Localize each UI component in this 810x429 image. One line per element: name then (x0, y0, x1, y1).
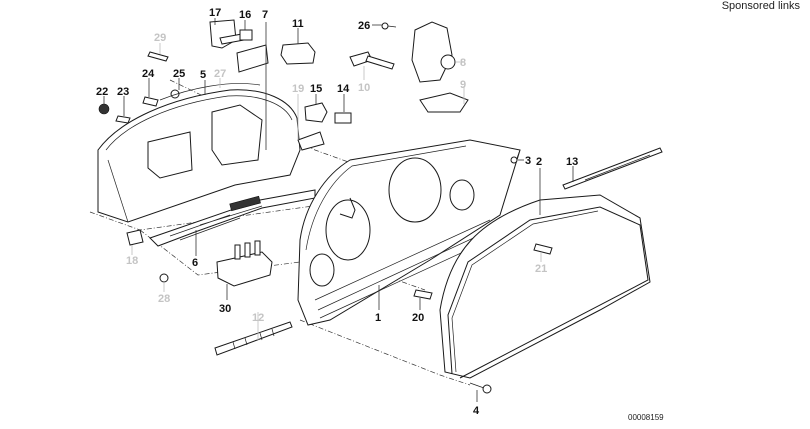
callout-6[interactable]: 6 (192, 257, 198, 269)
part-26-screw[interactable] (381, 22, 397, 30)
callout-10[interactable]: 10 (358, 82, 370, 94)
callout-20[interactable]: 20 (412, 312, 424, 324)
part-7-connector-plate[interactable] (236, 44, 269, 73)
part-9-circuit-plate[interactable] (419, 92, 469, 113)
callout-29[interactable]: 29 (154, 32, 166, 44)
callout-3[interactable]: 3 (525, 155, 531, 167)
part-30-connector[interactable] (216, 240, 273, 287)
callout-25[interactable]: 25 (173, 68, 185, 80)
part-21-pin[interactable] (533, 243, 553, 255)
sponsored-links[interactable]: Sponsored links (719, 0, 802, 13)
callout-21[interactable]: 21 (535, 263, 547, 275)
part-29-bulb[interactable] (147, 51, 169, 62)
part-11-switch[interactable] (280, 42, 316, 65)
part-8-control-unit[interactable] (411, 21, 456, 83)
part-13-trim-strip[interactable] (562, 147, 663, 190)
callout-18[interactable]: 18 (126, 255, 138, 267)
part-18-cover[interactable] (126, 229, 144, 246)
callout-13[interactable]: 13 (566, 156, 578, 168)
part-28-bulb-holder[interactable] (159, 273, 169, 283)
callout-9[interactable]: 9 (460, 79, 466, 91)
part-5-printed-circuit-carrier[interactable] (97, 89, 301, 223)
callout-28[interactable]: 28 (158, 293, 170, 305)
leader-lines (103, 18, 574, 402)
drawing-number: 00008159 (628, 413, 664, 422)
callout-27[interactable]: 27 (214, 68, 226, 80)
callout-23[interactable]: 23 (117, 86, 129, 98)
callout-12[interactable]: 12 (252, 312, 264, 324)
callout-17[interactable]: 17 (209, 7, 221, 19)
part-24-bulb-socket[interactable] (142, 96, 159, 107)
part-2-cover-glass[interactable] (439, 194, 651, 379)
part-4-screw[interactable] (469, 382, 492, 394)
callouts: 1 2 3 4 5 6 7 8 9 10 11 12 13 14 15 16 1… (96, 7, 578, 417)
callout-15[interactable]: 15 (310, 83, 322, 95)
part-27-frame-trim (159, 83, 261, 101)
callout-30[interactable]: 30 (219, 303, 231, 315)
part-20-pin[interactable] (413, 289, 433, 300)
callout-24[interactable]: 24 (142, 68, 155, 80)
callout-2[interactable]: 2 (536, 156, 542, 168)
part-1-instrument-housing[interactable] (297, 139, 521, 326)
part-15-switch[interactable] (304, 102, 328, 123)
callout-7[interactable]: 7 (262, 9, 268, 21)
callout-8[interactable]: 8 (460, 57, 466, 69)
callout-22[interactable]: 22 (96, 86, 108, 98)
part-3-screw[interactable] (510, 149, 521, 164)
part-16-clip[interactable] (239, 29, 253, 41)
callout-14[interactable]: 14 (337, 83, 350, 95)
callout-5[interactable]: 5 (200, 69, 206, 81)
callout-4[interactable]: 4 (473, 405, 480, 417)
callout-1[interactable]: 1 (375, 312, 381, 324)
part-19-socket[interactable] (297, 131, 325, 151)
part-6-circuit-board[interactable] (149, 189, 316, 247)
callout-19[interactable]: 19 (292, 83, 304, 95)
callout-16[interactable]: 16 (239, 9, 251, 21)
part-25-bulb-socket[interactable] (170, 89, 180, 99)
part-14-clip[interactable] (334, 112, 352, 124)
callout-26[interactable]: 26 (358, 20, 370, 32)
callout-11[interactable]: 11 (292, 18, 304, 30)
part-23-bulb[interactable] (115, 115, 131, 124)
part-10-rheostat[interactable] (349, 51, 395, 70)
part-12-switch-strip[interactable] (214, 321, 293, 356)
